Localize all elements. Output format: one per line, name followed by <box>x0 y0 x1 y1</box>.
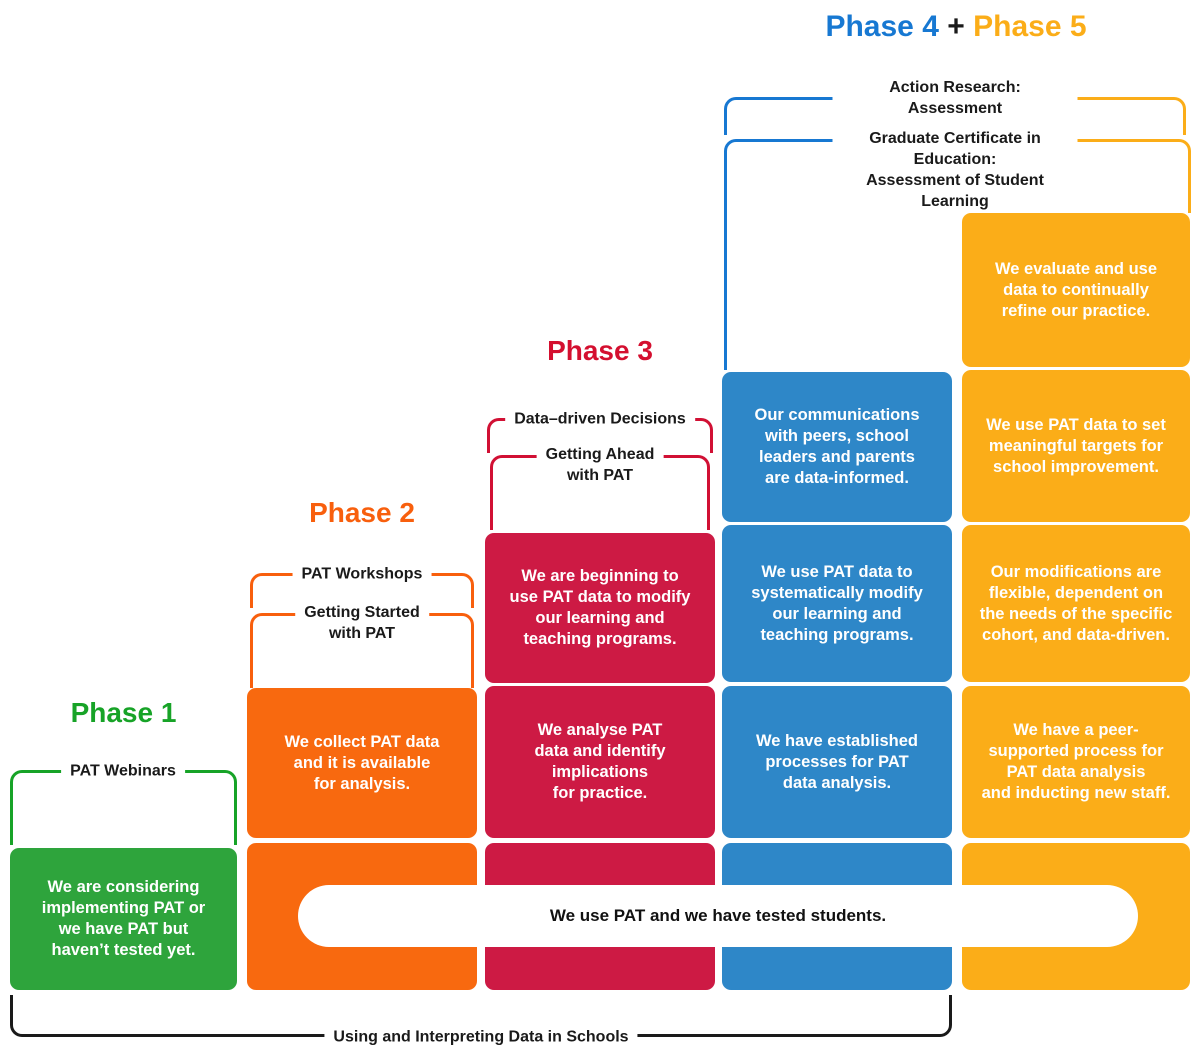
phase-1-title: Phase 1 <box>70 697 177 728</box>
phase3-box-2: We analyse PAT data and identify implica… <box>485 686 715 838</box>
phase5-box-1: We evaluate and use data to continually … <box>962 213 1190 367</box>
phase3-box-1: We are beginning to use PAT data to modi… <box>485 533 715 683</box>
tested-students-band: We use PAT and we have tested students. <box>298 885 1138 947</box>
phase4-box-3: We have established processes for PAT da… <box>722 686 952 838</box>
phase-2-title: Phase 2 <box>309 497 415 528</box>
bracket-label-getting-started: Getting Started with PAT <box>295 602 429 644</box>
bracket-label-pat-webinars: PAT Webinars <box>61 760 185 782</box>
phase5-box-2: We use PAT data to set meaningful target… <box>962 370 1190 522</box>
phase2-box-1: We collect PAT data and it is available … <box>247 688 477 838</box>
bracket-label-action-research: Action Research: Assessment <box>832 77 1078 119</box>
phase-5-label: Phase 5 <box>973 10 1087 43</box>
bracket-left-arm <box>10 995 481 1037</box>
plus-sign: + <box>947 10 965 43</box>
bracket-right-arm <box>481 995 952 1037</box>
phase-4-label: Phase 4 <box>825 10 939 43</box>
phase-3-title: Phase 3 <box>547 335 653 366</box>
bracket-label-pat-workshops: PAT Workshops <box>292 563 432 585</box>
phase5-box-3: Our modifications are flexible, dependen… <box>962 525 1190 682</box>
bracket-label-using-data: Using and Interpreting Data in Schools <box>324 1026 638 1048</box>
bracket-label-data-driven: Data–driven Decisions <box>505 408 695 430</box>
phase5-box-4: We have a peer- supported process for PA… <box>962 686 1190 838</box>
phase1-box-1: We are considering implementing PAT or w… <box>10 848 237 990</box>
phase4-box-1: Our communications with peers, school le… <box>722 372 952 522</box>
bracket-label-graduate-certificate: Graduate Certificate in Education: Asses… <box>832 128 1078 212</box>
phase4-box-2: We use PAT data to systematically modify… <box>722 525 952 682</box>
bracket-label-getting-ahead: Getting Ahead with PAT <box>536 444 664 486</box>
phase-4-5-title: Phase 4 + Phase 5 <box>722 10 1190 44</box>
